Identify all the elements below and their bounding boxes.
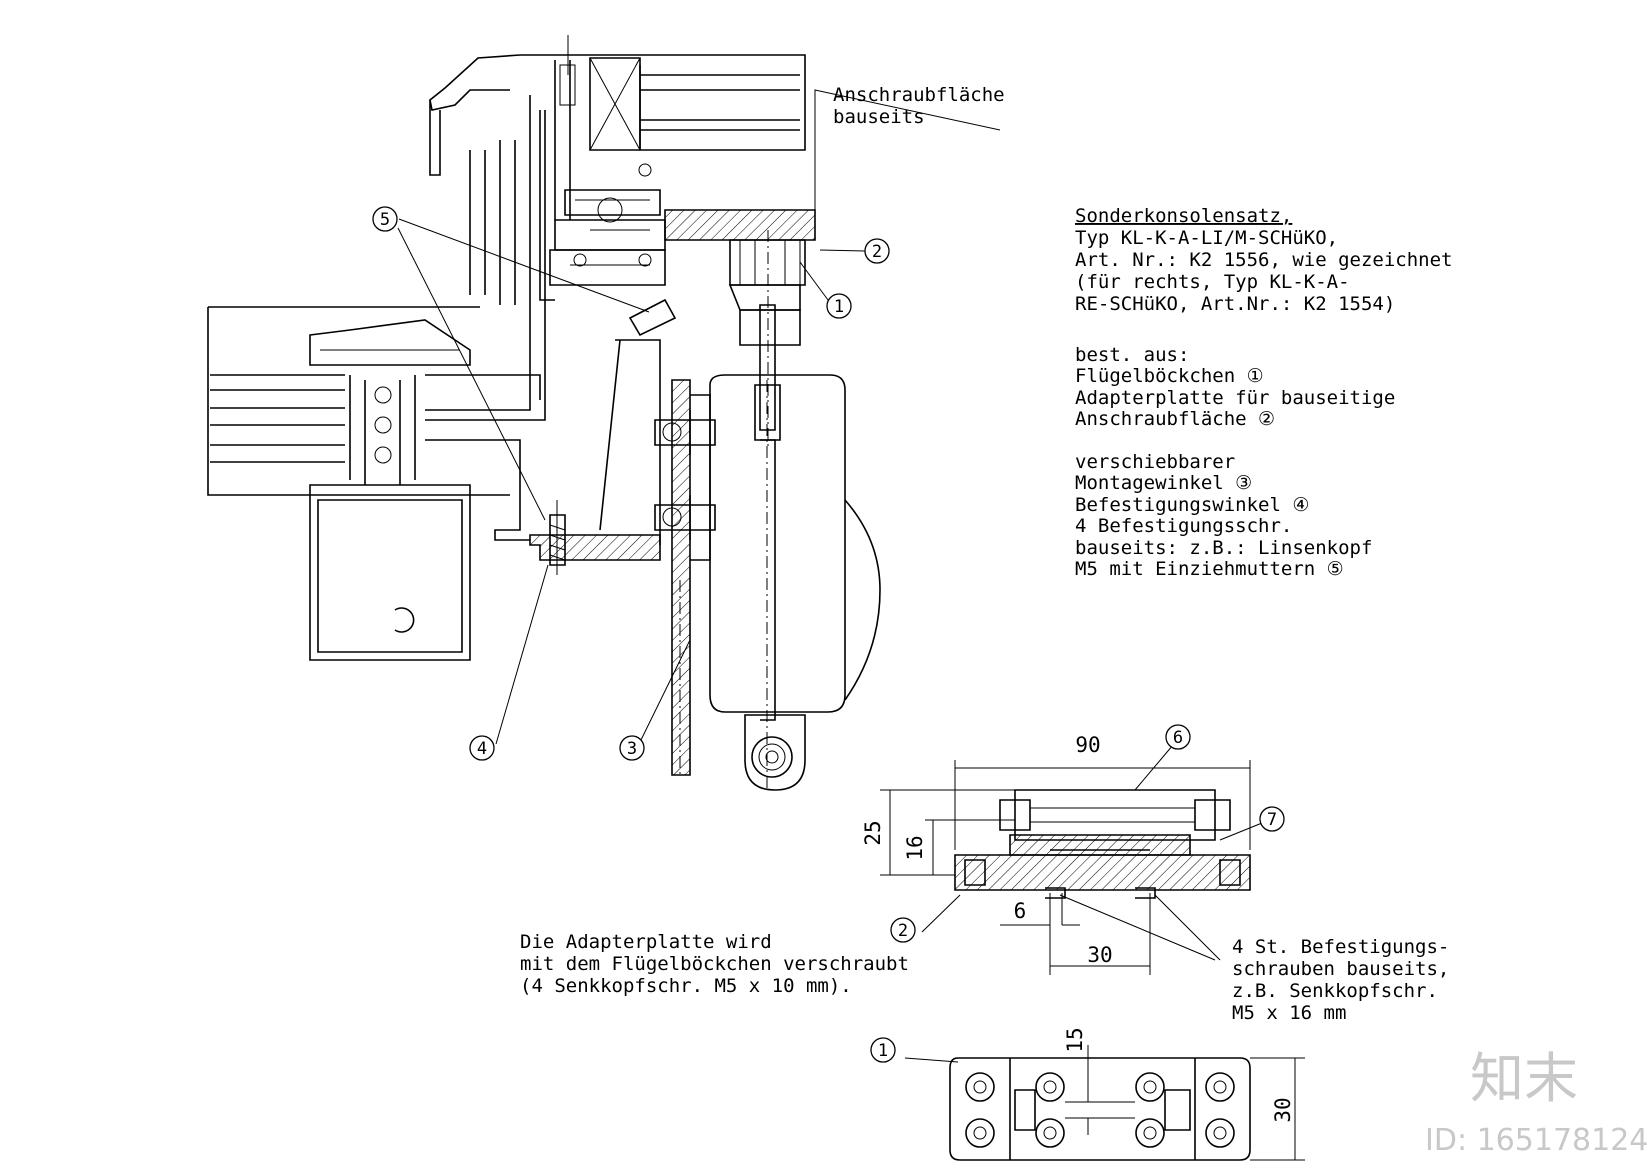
svg-text:2: 2: [898, 921, 908, 941]
adapter-note-line: Die Adapterplatte wird: [520, 931, 772, 953]
anschraub-label: Anschraubfläche bauseits: [833, 84, 1005, 128]
spec-part2: verschiebbarer: [1075, 451, 1235, 473]
dim-30-plan: 30: [1271, 1097, 1295, 1122]
svg-text:3: 3: [627, 739, 637, 759]
callout-7: 7: [1259, 806, 1285, 832]
spec-part: Flügelböckchen ①: [1075, 365, 1264, 387]
screw-note: 4 St. Befestigungs- schrauben bauseits, …: [1232, 936, 1449, 1024]
spec-part2: M5 mit Einziehmuttern ⑤: [1075, 558, 1344, 580]
spec-part: Anschraubfläche ②: [1075, 408, 1275, 430]
callout-6: 6: [1165, 724, 1191, 750]
dim-90: 90: [1075, 733, 1100, 757]
spec-block: Sonderkonsolensatz, Typ KL-K-A-LI/M-SCHü…: [1075, 205, 1453, 580]
spec-title: Sonderkonsolensatz,: [1075, 205, 1292, 227]
callout-2-bottom: 2: [890, 917, 916, 943]
watermark-id: ID: 165178124: [1425, 1123, 1648, 1158]
svg-text:2: 2: [872, 242, 882, 262]
callout-2-top: 2: [864, 238, 890, 264]
screw-note-line: 4 St. Befestigungs-: [1232, 936, 1449, 958]
callout-1-top: 1: [826, 293, 852, 319]
watermark: 知末 ID: 165178124: [1425, 1047, 1648, 1158]
plan-view: [904, 1045, 1305, 1161]
spec-line: RE-SCHüKO, Art.Nr.: K2 1554): [1075, 293, 1395, 315]
anschraub-line2: bauseits: [833, 106, 925, 128]
adapter-note-line: (4 Senkkopfschr. M5 x 10 mm).: [520, 975, 852, 997]
screw-note-line: M5 x 16 mm: [1232, 1002, 1346, 1024]
anschraub-line1: Anschraubfläche: [833, 84, 1005, 106]
spec-part2: Befestigungswinkel ④: [1075, 494, 1309, 516]
spec-part2: 4 Befestigungsschr.: [1075, 515, 1292, 537]
screw-note-line: schrauben bauseits,: [1232, 958, 1449, 980]
spec-line: Typ KL-K-A-LI/M-SCHüKO,: [1075, 227, 1338, 249]
svg-text:1: 1: [834, 297, 844, 317]
callout-3: 3: [619, 735, 645, 761]
dim-16: 16: [903, 835, 927, 860]
dim-25: 25: [861, 820, 885, 845]
dim-6: 6: [1014, 899, 1027, 923]
svg-text:1: 1: [878, 1041, 888, 1061]
spec-consists: best. aus:: [1075, 344, 1189, 366]
callout-1-bottom: 1: [870, 1037, 896, 1063]
svg-text:5: 5: [380, 210, 390, 230]
callout-5-top: 5: [372, 206, 398, 232]
spec-part2: Montagewinkel ③: [1075, 472, 1252, 494]
dim-15: 15: [1063, 1027, 1087, 1052]
screw-note-line: z.B. Senkkopfschr.: [1232, 980, 1438, 1002]
watermark-logo: 知末: [1470, 1047, 1578, 1110]
svg-text:4: 4: [477, 739, 487, 759]
dim-30-section: 30: [1087, 943, 1112, 967]
spec-line: Art. Nr.: K2 1556, wie gezeichnet: [1075, 249, 1453, 271]
adapter-section-view: [880, 744, 1263, 975]
adapter-note: Die Adapterplatte wird mit dem Flügelböc…: [520, 931, 909, 997]
spec-part: Adapterplatte für bauseitige: [1075, 387, 1395, 409]
spec-part2: bauseits: z.B.: Linsenkopf: [1075, 537, 1372, 559]
callout-4: 4: [469, 735, 495, 761]
adapter-note-line: mit dem Flügelböckchen verschraubt: [520, 953, 909, 975]
svg-text:6: 6: [1173, 728, 1183, 748]
spec-line: (für rechts, Typ KL-K-A-: [1075, 271, 1350, 293]
svg-text:7: 7: [1267, 810, 1277, 830]
section-view: [207, 35, 1001, 791]
